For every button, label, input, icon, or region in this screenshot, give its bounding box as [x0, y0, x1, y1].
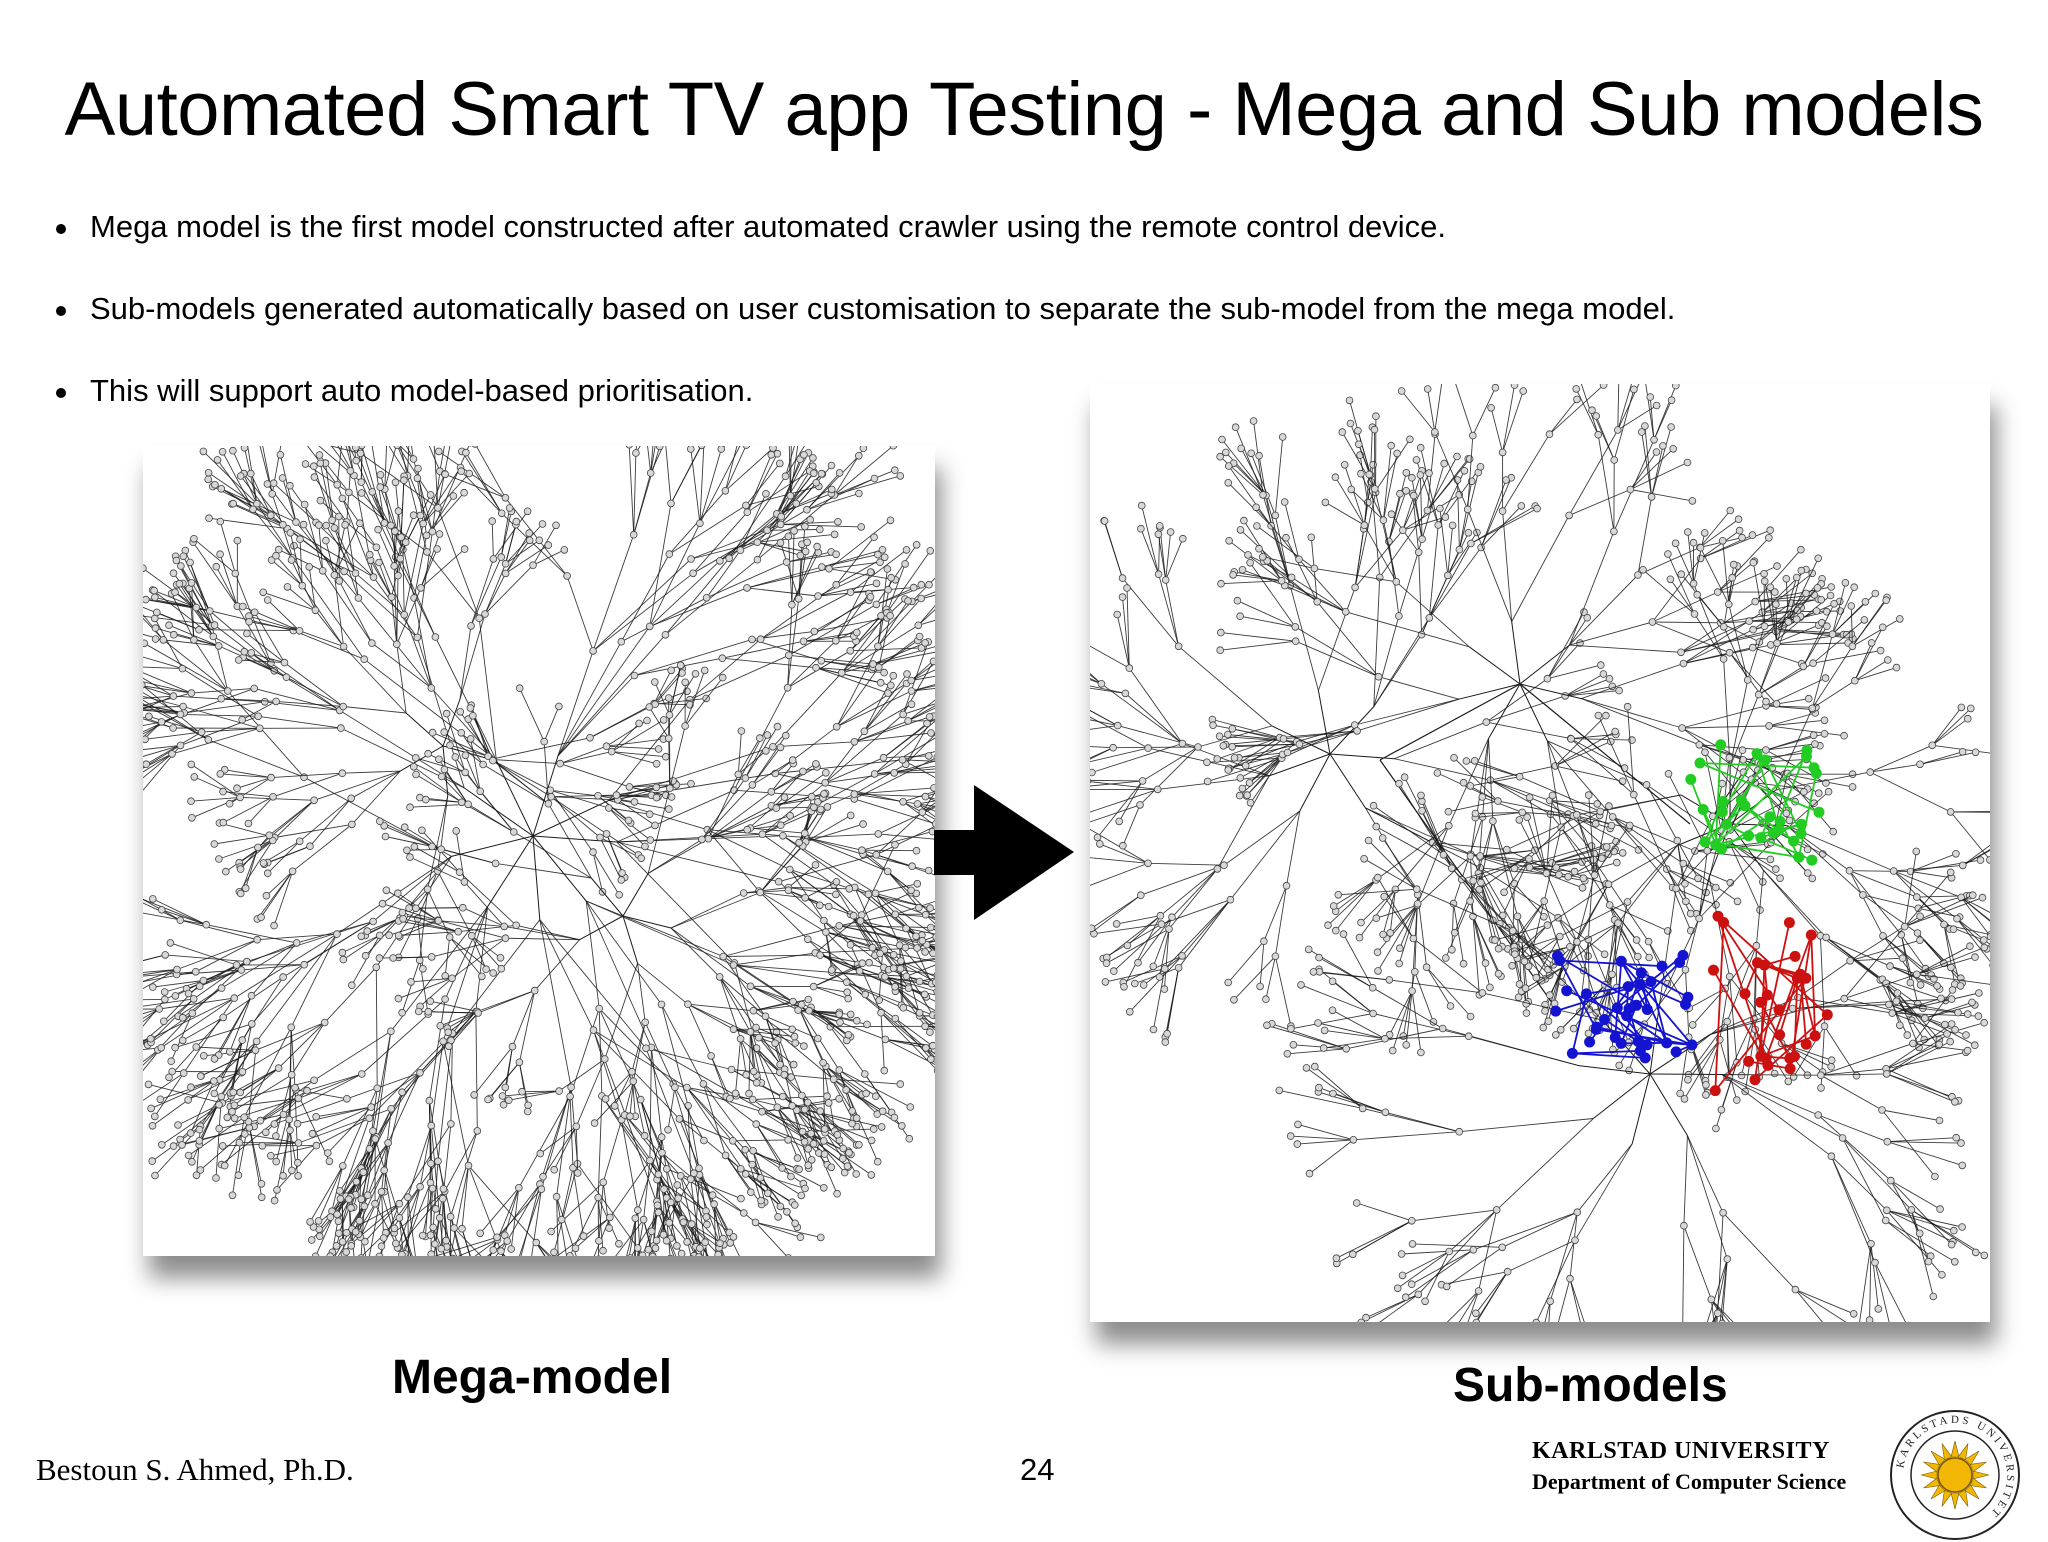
mega-model-image	[143, 446, 935, 1256]
slide-title: Automated Smart TV app Testing - Mega an…	[0, 66, 2048, 153]
bullet-item: Mega model is the first model constructe…	[56, 205, 1675, 287]
submodel-highlight	[1709, 911, 1833, 1095]
sub-models-image	[1090, 384, 1990, 1322]
bullet-item: Sub-models generated automatically based…	[56, 287, 1675, 369]
university-name: KARLSTAD UNIVERSITY	[1532, 1438, 1846, 1465]
department-name: Department of Computer Science	[1532, 1469, 1846, 1495]
graph-nodes	[143, 446, 935, 1256]
author-name: Bestoun S. Ahmed, Ph.D.	[36, 1452, 354, 1488]
submodel-highlight	[1551, 950, 1697, 1063]
university-block: KARLSTAD UNIVERSITY Department of Comput…	[1532, 1438, 1846, 1495]
sub-models-caption: Sub-models	[1453, 1358, 1728, 1413]
arrow-right-icon	[934, 785, 1074, 920]
sub-models-graph	[1090, 384, 1990, 1322]
graph-nodes	[188, 505, 710, 1018]
mega-model-graph	[143, 446, 935, 1256]
graph-edges	[1207, 384, 1853, 1012]
mega-model-caption: Mega-model	[392, 1350, 672, 1405]
university-seal-icon: KARLSTADS UNIVERSITET	[1888, 1408, 2022, 1542]
graph-edges	[143, 446, 935, 1256]
page-number: 24	[1020, 1452, 1054, 1488]
graph-edges	[379, 665, 869, 1176]
